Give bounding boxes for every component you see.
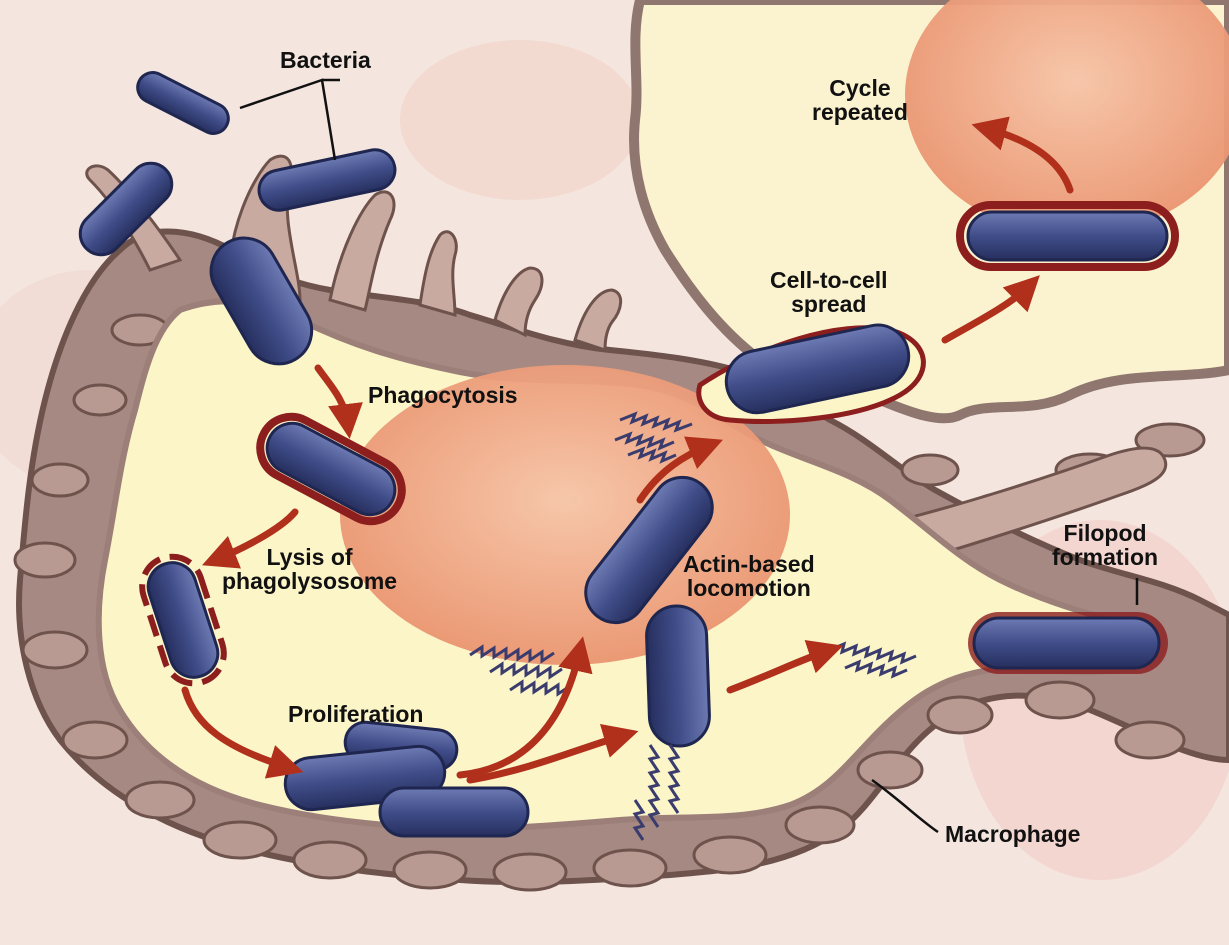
- label-lysis-of-phagolysosome: Lysis of phagolysosome: [222, 545, 397, 593]
- neighbor-cell: [634, 0, 1229, 418]
- bacterium-free-1: [133, 67, 234, 138]
- label-filopod-formation: Filopod formation: [1052, 521, 1158, 569]
- label-phagocytosis: Phagocytosis: [368, 383, 518, 407]
- label-actin-based-locomotion: Actin-based locomotion: [683, 552, 815, 600]
- label-macrophage: Macrophage: [945, 822, 1080, 846]
- label-proliferation: Proliferation: [288, 702, 423, 726]
- label-cycle-repeated: Cycle repeated: [812, 76, 908, 124]
- label-bacteria: Bacteria: [280, 48, 371, 72]
- label-cell-to-cell-spread: Cell-to-cell spread: [770, 268, 888, 316]
